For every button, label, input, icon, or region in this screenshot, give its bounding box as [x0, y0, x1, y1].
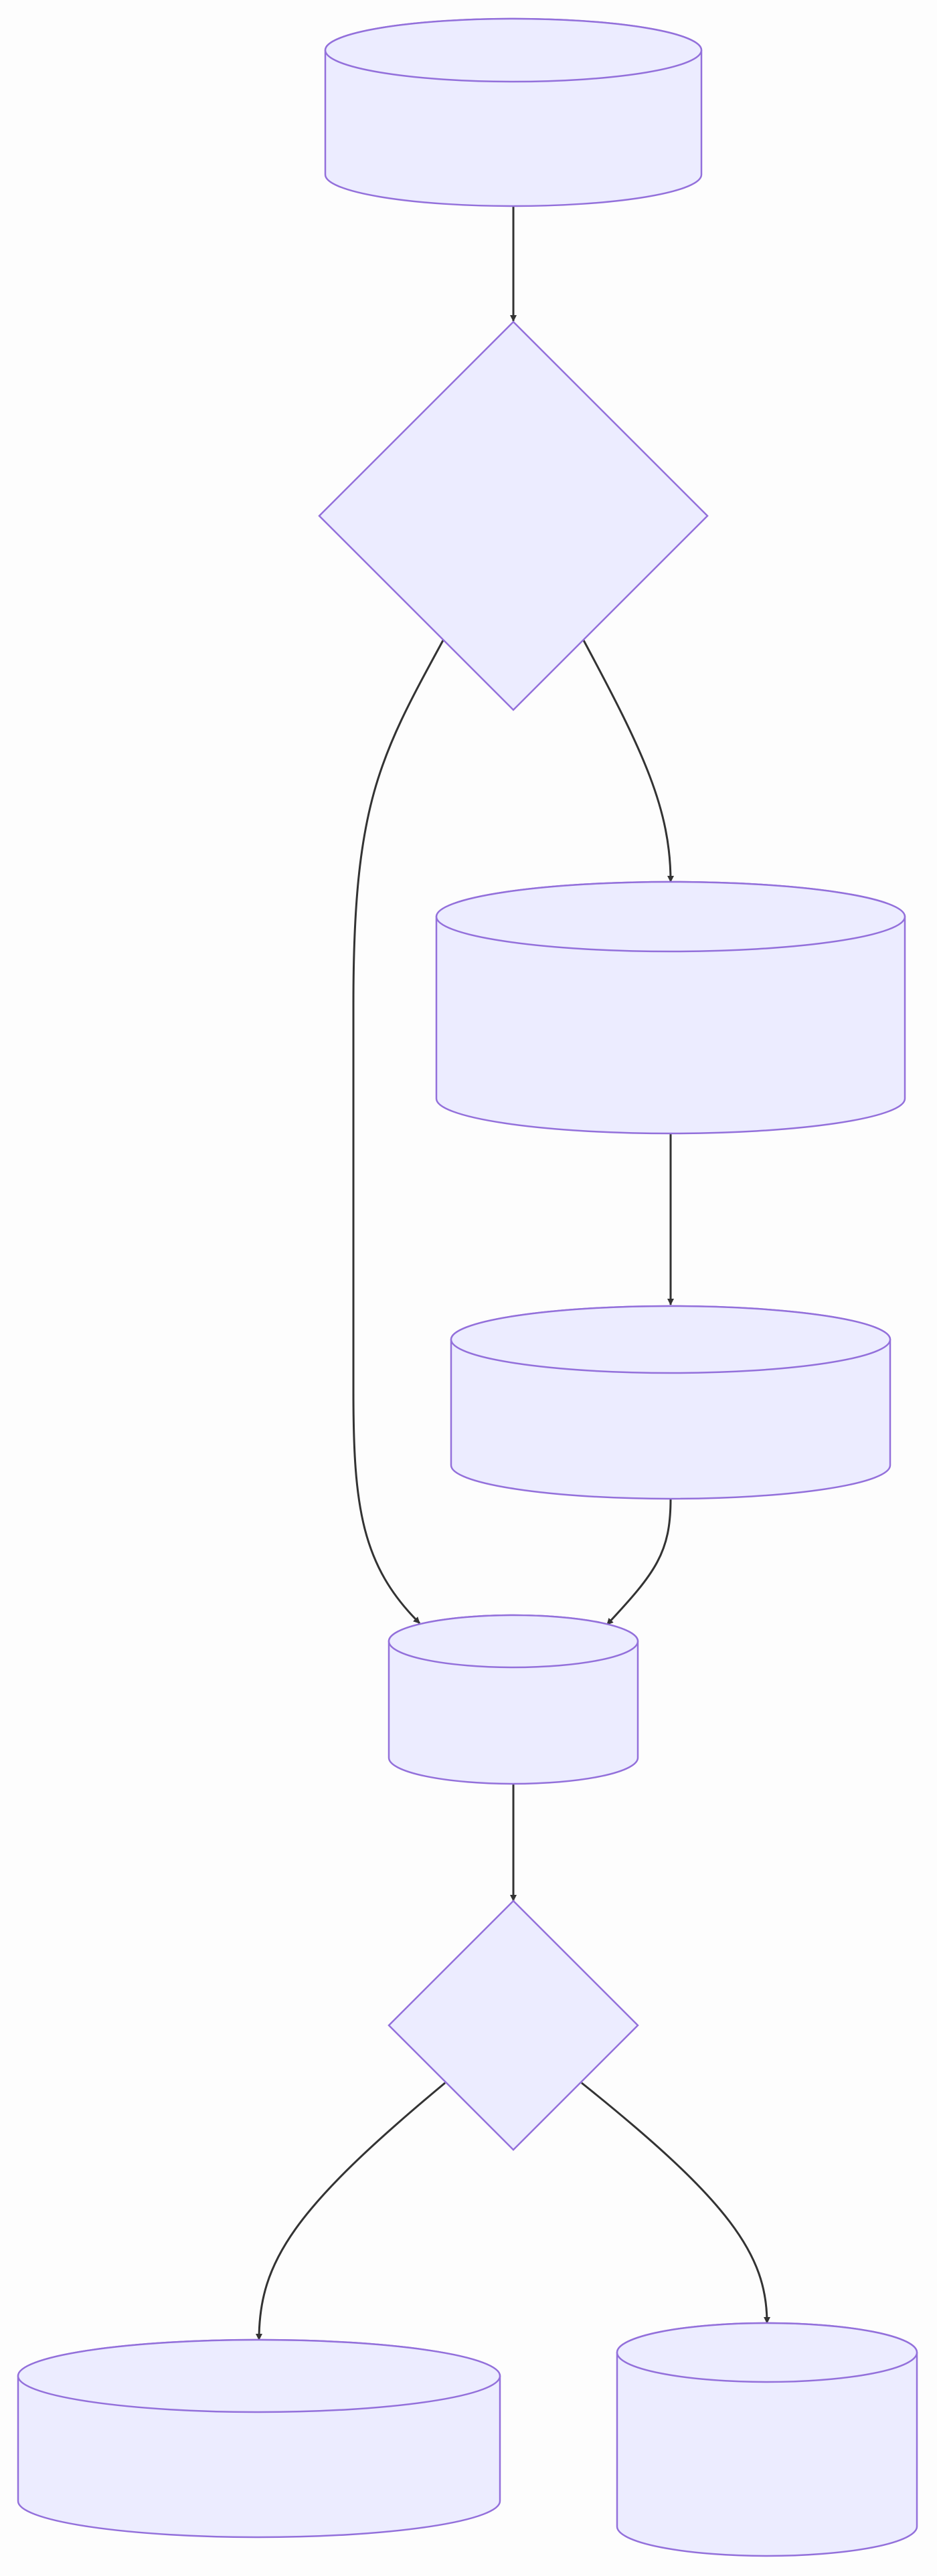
- edge-decision-1-to-db-merge: [352, 640, 444, 1625]
- cylinder-top: [17, 2338, 501, 2413]
- cylinder-top: [435, 881, 906, 953]
- diamond-shape: [318, 320, 709, 711]
- node-decision-1[interactable]: [318, 320, 709, 711]
- node-db-bottom-right[interactable]: [616, 2322, 918, 2557]
- node-decision-2[interactable]: [388, 1900, 639, 2151]
- cylinder-top: [616, 2322, 918, 2383]
- edges-layer: [256, 206, 770, 2340]
- cylinder-top: [324, 17, 703, 83]
- diamond-shape: [388, 1900, 639, 2151]
- node-db-right-2[interactable]: [450, 1305, 891, 1500]
- node-db-top[interactable]: [324, 17, 703, 207]
- edge-db-right-2-to-db-merge: [606, 1498, 672, 1626]
- edge-decision-2-to-db-bottom-right: [581, 2082, 770, 2324]
- cylinder-top: [388, 1614, 639, 1669]
- cylinder-top: [450, 1305, 891, 1374]
- edge-decision-1-to-db-right-1: [582, 640, 674, 883]
- node-db-merge[interactable]: [388, 1614, 639, 1785]
- edge-decision-2-to-db-bottom-left: [256, 2082, 446, 2340]
- node-db-right-1[interactable]: [435, 881, 906, 1135]
- node-db-bottom-left[interactable]: [17, 2338, 501, 2539]
- nodes-layer: [17, 17, 918, 2557]
